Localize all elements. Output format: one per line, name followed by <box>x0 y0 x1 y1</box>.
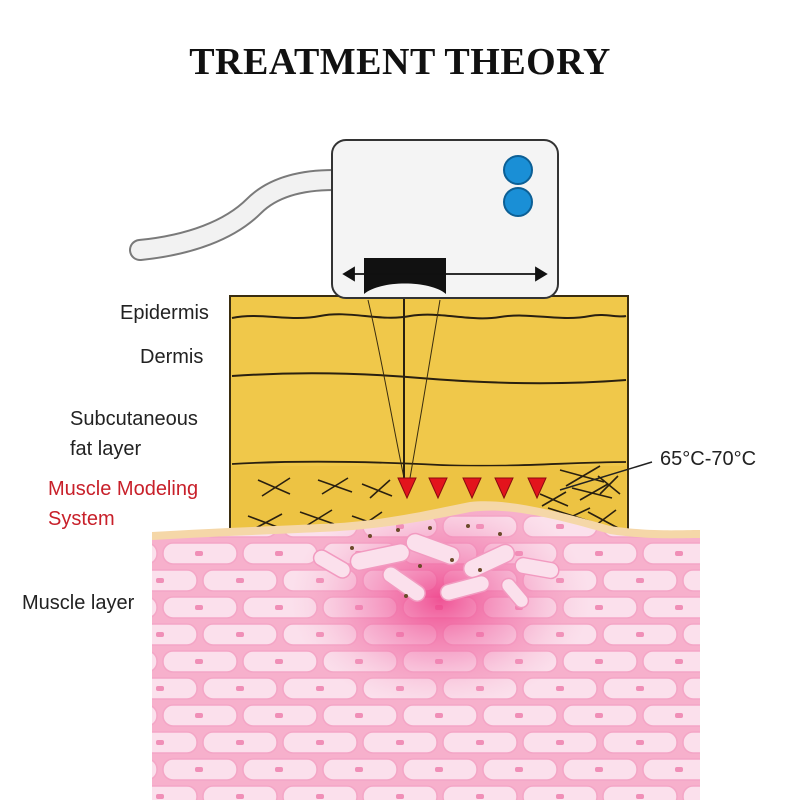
fat-boundary-line <box>231 460 627 467</box>
red-triangle-icon <box>428 477 448 500</box>
circle-button-icon <box>503 187 533 217</box>
label-temperature: 65°C-70°C <box>660 448 757 470</box>
page-title: TREATMENT THEORY <box>189 41 611 83</box>
epidermis-line <box>231 313 627 320</box>
label-subcutaneous-2: fat layer <box>70 438 142 460</box>
label-muscle-modeling-1: Muscle Modeling <box>48 478 199 500</box>
focus-beam-left <box>367 299 405 479</box>
particle-dots <box>350 524 502 598</box>
temperature-pointer <box>559 461 653 491</box>
label-epidermis: Epidermis <box>120 302 209 324</box>
label-muscle-modeling-2: System <box>48 508 115 530</box>
focus-beam-right <box>409 299 441 479</box>
red-triangle-icon <box>397 477 417 500</box>
handpiece <box>331 139 559 299</box>
transducer-head <box>364 258 446 294</box>
muscle-layer <box>152 501 700 800</box>
double-arrow-icon <box>342 266 548 282</box>
label-subcutaneous-1: Subcutaneous <box>70 408 198 430</box>
red-triangle-icon <box>494 477 514 500</box>
skin-block <box>229 290 629 547</box>
circle-button-icon <box>503 155 533 185</box>
label-muscle-layer: Muscle layer <box>22 592 135 614</box>
handpiece-cable <box>129 169 345 261</box>
red-triangle-icon <box>527 477 547 500</box>
label-dermis: Dermis <box>140 346 204 368</box>
dermis-line <box>231 372 627 385</box>
focus-markers <box>397 477 547 500</box>
red-triangle-icon <box>462 477 482 500</box>
disrupted-cells <box>312 532 560 609</box>
